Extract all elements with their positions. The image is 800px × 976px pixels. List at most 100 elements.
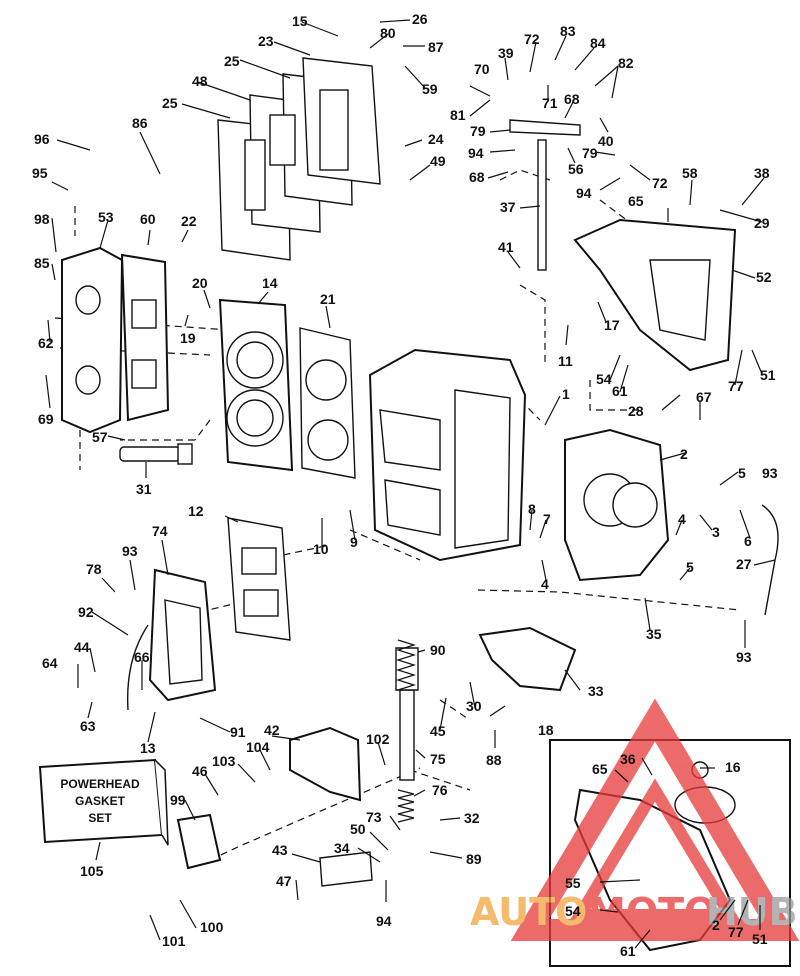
label-23: 23 — [258, 33, 274, 49]
label-84: 84 — [590, 35, 606, 51]
crankcase-block — [368, 348, 527, 562]
label-13: 13 — [140, 740, 156, 756]
label-101: 101 — [162, 933, 186, 949]
label-36: 36 — [620, 751, 636, 767]
label-17: 17 — [604, 317, 620, 333]
head-gasket — [299, 327, 356, 479]
label-39: 39 — [498, 45, 514, 61]
lever-bracket — [289, 726, 362, 802]
label-70: 70 — [474, 61, 490, 77]
label-38: 38 — [754, 165, 770, 181]
label-1: 1 — [562, 386, 570, 402]
label-80: 80 — [380, 25, 396, 41]
label-25-lower: 25 — [162, 95, 178, 111]
label-74: 74 — [152, 523, 168, 539]
label-3: 3 — [712, 524, 720, 540]
label-42: 42 — [264, 722, 280, 738]
label-72-upper: 72 — [524, 31, 540, 47]
label-71: 71 — [542, 95, 558, 111]
label-61-inset: 61 — [620, 943, 636, 959]
label-94-lower: 94 — [376, 913, 392, 929]
label-44: 44 — [74, 639, 90, 655]
label-67: 67 — [696, 389, 712, 405]
label-104: 104 — [246, 739, 270, 755]
label-59: 59 — [422, 81, 438, 97]
label-29: 29 — [754, 215, 770, 231]
label-72-lower: 72 — [652, 175, 668, 191]
exhaust-cover-gaskets — [217, 57, 381, 261]
hoses — [126, 504, 779, 711]
cylinder-head-cover — [61, 246, 170, 434]
gasket-box-line2: GASKET — [75, 794, 126, 808]
label-37: 37 — [500, 199, 516, 215]
label-79-left: 79 — [470, 123, 486, 139]
label-4-center: 4 — [541, 576, 549, 592]
label-51-inset: 51 — [752, 931, 768, 947]
label-10: 10 — [313, 541, 329, 557]
label-52: 52 — [756, 269, 772, 285]
label-69: 69 — [38, 411, 54, 427]
label-12: 12 — [188, 503, 204, 519]
label-83: 83 — [560, 23, 576, 39]
label-15: 15 — [292, 13, 308, 29]
spark-plug — [119, 443, 193, 465]
label-75: 75 — [430, 751, 446, 767]
label-65-right: 65 — [628, 193, 644, 209]
label-5-lower: 5 — [686, 559, 694, 575]
label-48: 48 — [192, 73, 208, 89]
watermark-text-auto: AUTO — [470, 890, 587, 934]
label-86: 86 — [132, 115, 148, 131]
label-105: 105 — [80, 863, 104, 879]
label-25-upper: 25 — [224, 53, 240, 69]
label-45: 45 — [430, 723, 446, 739]
label-54-inset: 54 — [565, 903, 581, 919]
label-94-middle: 94 — [576, 185, 592, 201]
part-labels: 1 2 3 4 4 5 5 6 7 8 9 10 11 12 13 14 15 … — [32, 11, 778, 959]
label-19: 19 — [180, 330, 196, 346]
label-14: 14 — [262, 275, 278, 291]
gasket-box-line3: SET — [88, 811, 112, 825]
label-9: 9 — [350, 534, 358, 550]
label-46: 46 — [192, 763, 208, 779]
label-34: 34 — [334, 840, 350, 856]
crankcase-half — [564, 428, 670, 582]
throttle-cam-plate — [478, 626, 577, 692]
label-20: 20 — [192, 275, 208, 291]
label-7: 7 — [543, 511, 551, 527]
label-103: 103 — [212, 753, 236, 769]
label-24: 24 — [428, 131, 444, 147]
label-32: 32 — [464, 810, 480, 826]
label-64: 64 — [42, 655, 58, 671]
label-99: 99 — [170, 792, 186, 808]
label-40: 40 — [598, 133, 614, 149]
label-93-lower-right: 93 — [736, 649, 752, 665]
label-62: 62 — [38, 335, 54, 351]
label-26: 26 — [412, 11, 428, 27]
springs — [395, 639, 417, 823]
label-21: 21 — [320, 291, 336, 307]
label-91: 91 — [230, 724, 246, 740]
label-89: 89 — [466, 851, 482, 867]
label-73: 73 — [366, 809, 382, 825]
label-102: 102 — [366, 731, 390, 747]
label-58: 58 — [682, 165, 698, 181]
label-4-right: 4 — [678, 511, 686, 527]
label-93-upper-right: 93 — [762, 465, 778, 481]
label-28: 28 — [628, 403, 644, 419]
watermark-logo: AUTO MOTO HUB — [470, 698, 800, 941]
label-56: 56 — [568, 161, 584, 177]
label-87: 87 — [428, 39, 444, 55]
linkage-rod — [509, 119, 581, 271]
cam-bracket — [319, 851, 373, 887]
label-18: 18 — [538, 722, 554, 738]
label-41: 41 — [498, 239, 514, 255]
cylinder-head — [218, 298, 294, 472]
intake-manifold — [148, 568, 217, 702]
label-94-upper: 94 — [468, 145, 484, 161]
label-49: 49 — [430, 153, 446, 169]
label-66: 66 — [134, 649, 150, 665]
label-11: 11 — [558, 353, 573, 369]
mounting-bracket — [573, 218, 737, 372]
label-22: 22 — [181, 213, 197, 229]
